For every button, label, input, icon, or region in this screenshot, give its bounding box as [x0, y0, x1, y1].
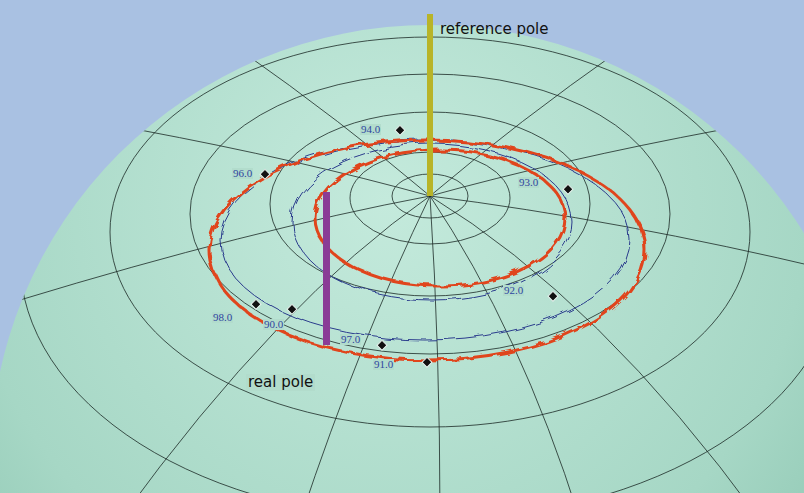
value-label: 98.0	[212, 312, 233, 323]
grid-lines	[20, 0, 804, 493]
value-label: 91.0	[373, 359, 394, 370]
value-label: 97.0	[340, 334, 361, 345]
pole-label: reference pole	[440, 22, 549, 37]
reference-pole	[427, 14, 433, 196]
value-label: 92.0	[503, 285, 524, 296]
pole-label: real pole	[246, 374, 315, 391]
value-label: 94.0	[360, 124, 381, 135]
value-label: 90.0	[263, 319, 284, 330]
value-label: 93.0	[518, 177, 539, 188]
sphere	[0, 25, 804, 493]
value-label: 96.0	[232, 168, 253, 179]
station-markers	[251, 125, 573, 367]
real-pole	[323, 192, 330, 345]
